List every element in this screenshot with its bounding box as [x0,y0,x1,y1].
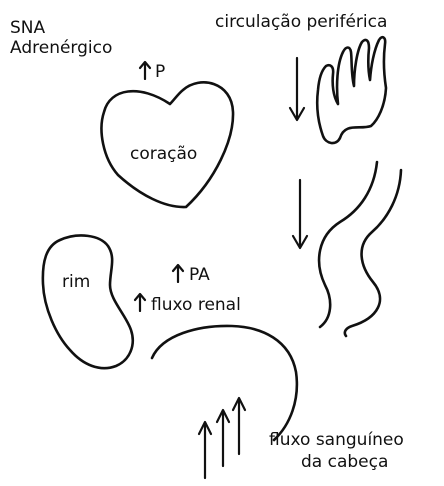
head-outline [152,326,297,440]
up-arrow-fluxo-renal [133,292,147,312]
p-label: P [155,62,165,82]
down-arrow-upper [290,58,304,120]
rim-label: rim [62,272,90,292]
up-arrow-pa [171,263,185,283]
hand-outline [317,37,386,143]
circulacao-label: circulação periférica [215,12,387,32]
up-arrow-2 [217,410,229,466]
pa-label: PA [189,265,210,285]
up-arrow-3 [233,398,245,454]
up-arrow-p [138,60,152,80]
vessel-left-wall [319,162,377,327]
coracao-label: coração [130,144,197,164]
sna-label: SNA [10,18,45,38]
fluxo-sanguineo-label: fluxo sanguíneo [269,430,404,450]
da-cabeca-label: da cabeça [301,452,388,472]
adrenergico-label: Adrenérgico [10,38,112,58]
kidney-outline [43,235,133,368]
down-arrow-lower [293,180,307,248]
fluxo-renal-label: fluxo renal [151,295,241,315]
up-arrow-1 [199,422,211,478]
vessel-right-wall [345,170,401,336]
